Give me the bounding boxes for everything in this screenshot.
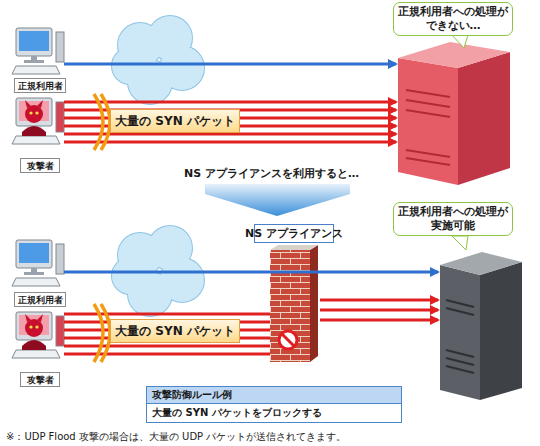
role-label: 攻撃者 — [20, 158, 60, 173]
attack-arrow — [64, 101, 396, 104]
user-pc — [12, 240, 64, 286]
rule-box: 攻撃防御ルール例大量の SYN パケットをブロックする — [146, 386, 402, 423]
server-face — [440, 265, 480, 400]
callout-bubble: 正規利用者への処理が 実施可能 — [393, 202, 513, 236]
attack-line — [64, 313, 270, 316]
packet-box: 大量の SYN パケット — [110, 319, 240, 343]
node-text: NS アプライアンス — [245, 226, 343, 241]
node-text: 正規利用者 — [18, 80, 63, 92]
node-text: 正規利用者への処理が 実施可能 — [397, 205, 509, 233]
server-face — [398, 42, 510, 68]
role-label: 正規利用者 — [14, 78, 66, 93]
footnote: ※：UDP Flood 攻撃の場合は、大量の UDP パケットが送信されてきます… — [6, 430, 346, 444]
attack-arrow — [64, 141, 396, 144]
callout-tail — [452, 236, 468, 250]
attack-line — [64, 345, 270, 348]
node-text: 大量の SYN パケット — [115, 323, 235, 340]
server-grey — [440, 252, 522, 400]
role-label: 正規利用者 — [14, 292, 66, 307]
cloud-part — [112, 48, 148, 84]
transition-text: NS アプライアンスを利用すると… — [184, 166, 359, 181]
server-face — [480, 262, 522, 400]
legit-arrow — [64, 63, 396, 66]
block-slash — [282, 334, 294, 346]
server-face — [440, 252, 522, 275]
attacker-pc — [12, 312, 64, 358]
attacker-pc — [12, 98, 64, 144]
cloud-part — [112, 258, 148, 294]
server-face — [458, 52, 510, 185]
server-face — [398, 58, 458, 185]
attack-arrow — [320, 299, 438, 302]
wall-top — [270, 245, 318, 250]
attack-arrows — [64, 102, 396, 142]
passed-arrows — [320, 300, 438, 320]
block-ring — [279, 331, 297, 349]
server-slot — [446, 300, 474, 373]
cloud-part — [112, 48, 148, 84]
node-text: 攻撃者 — [27, 160, 54, 172]
rule-text: 大量の SYN パケットをブロックする — [147, 404, 401, 422]
node-text: 大量の SYN パケット — [115, 113, 235, 130]
brick-wall — [270, 245, 318, 362]
legit-arrow — [64, 271, 438, 274]
attack-arrows — [64, 314, 270, 354]
node-text: 正規利用者 — [18, 294, 63, 306]
wave-bracket — [94, 304, 110, 362]
attack-arrow — [320, 309, 438, 312]
block-symbol — [279, 331, 297, 349]
attack-line — [64, 353, 270, 356]
server-red — [398, 42, 510, 185]
appliance-label: NS アプライアンス — [254, 224, 334, 243]
wall-face — [270, 250, 310, 362]
attack-arrow — [320, 319, 438, 322]
user-pc — [12, 28, 64, 74]
callout-tail — [452, 35, 468, 48]
node-text: 正規利用者への処理が できない… — [397, 5, 509, 33]
wave-bracket — [94, 94, 110, 150]
node-text: 攻撃者 — [27, 374, 54, 386]
server-slot — [406, 90, 450, 165]
rule-heading: 攻撃防御ルール例 — [147, 387, 401, 404]
network-cloud — [112, 16, 204, 104]
wall-side — [310, 245, 318, 362]
packet-box: 大量の SYN パケット — [110, 109, 240, 133]
role-label: 攻撃者 — [20, 372, 60, 387]
callout-bubble: 正規利用者への処理が できない… — [393, 2, 513, 36]
transition-arrow — [205, 184, 350, 216]
cloud-part — [112, 258, 148, 294]
